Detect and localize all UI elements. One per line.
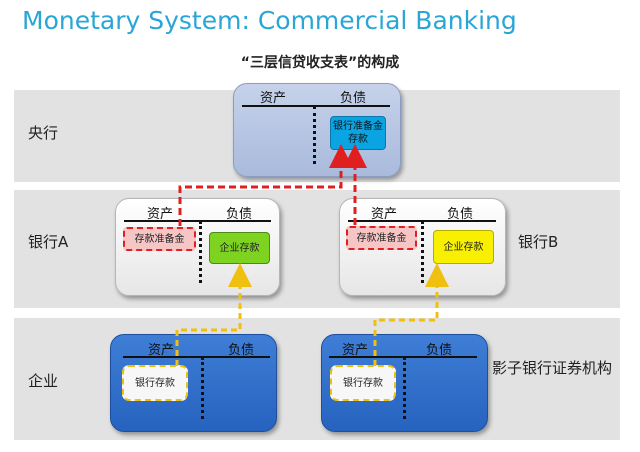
bank-a-reserve-arrow — [178, 144, 353, 226]
shadow-bank-deposit-item: 银行存款 — [330, 365, 396, 401]
bank-b-ledger: 资产 负债 存款准备金 企业存款 — [339, 198, 506, 296]
ent-liabilities-header: 负债 — [228, 343, 255, 358]
diagram-subtitle: “三层信贷收支表”的构成 — [240, 55, 400, 71]
bank-b-reserve-item: 存款准备金 — [346, 226, 417, 250]
central-bank-label: 央行 — [28, 124, 59, 142]
cb-assets-header: 资产 — [260, 91, 287, 106]
shadow-liabilities-header: 负债 — [426, 343, 453, 358]
slide-title: Monetary System: Commercial Banking — [22, 6, 517, 35]
cb-divider — [313, 106, 316, 164]
cb-liabilities-header: 负债 — [340, 91, 367, 106]
shadow-divider — [403, 357, 406, 419]
enterprise-deposit-arrow — [175, 263, 252, 366]
ent-bank-deposit-item: 银行存款 — [122, 365, 188, 401]
ent-divider — [201, 357, 204, 419]
bank-a-divider — [199, 221, 202, 283]
bank-b-assets-header: 资产 — [371, 207, 398, 222]
bank-b-label: 银行B — [518, 233, 559, 251]
shadow-assets-header: 资产 — [342, 343, 369, 358]
bank-a-liabilities-header: 负债 — [226, 207, 253, 222]
bank-b-liabilities-header: 负债 — [447, 207, 474, 222]
ent-header-line — [123, 356, 270, 358]
ent-assets-header: 资产 — [148, 343, 175, 358]
bank-a-reserve-item: 存款准备金 — [123, 227, 196, 251]
bank-a-label: 银行A — [28, 233, 69, 251]
shadow-deposit-arrow — [373, 263, 449, 366]
shadow-bank-label: 影子银行证券机构 — [492, 359, 613, 377]
bank-a-header-line — [124, 220, 271, 222]
shadow-bank-ledger: 资产 负债 银行存款 — [321, 334, 488, 432]
bank-a-assets-header: 资产 — [147, 207, 174, 222]
bank-b-enterprise-deposit-item: 企业存款 — [433, 230, 494, 264]
enterprise-ledger: 资产 负债 银行存款 — [110, 334, 277, 432]
central-bank-ledger: 资产 负债 银行准备金存款 — [233, 83, 401, 177]
bank-b-divider — [421, 221, 424, 283]
bank-a-ledger: 资产 负债 存款准备金 企业存款 — [115, 198, 280, 296]
cb-header-line — [242, 105, 390, 107]
enterprise-label: 企业 — [28, 372, 59, 390]
